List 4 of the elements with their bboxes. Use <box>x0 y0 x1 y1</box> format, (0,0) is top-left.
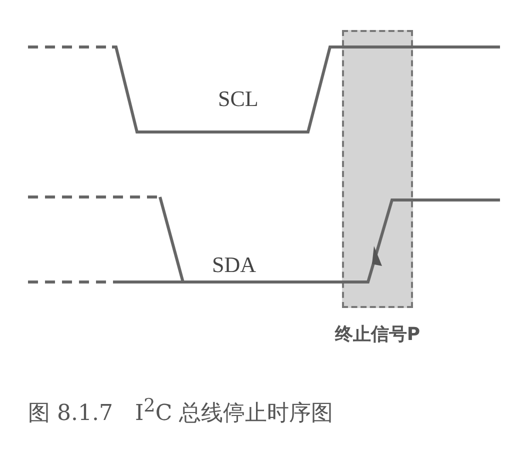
figure-caption: 图 8.1.7 I$^{2}$C 总线停止时序图 <box>28 396 334 428</box>
interval-label: 终止信号P <box>334 323 420 346</box>
signal-name: SDA <box>212 252 256 278</box>
signal-name: SCL <box>218 86 258 112</box>
